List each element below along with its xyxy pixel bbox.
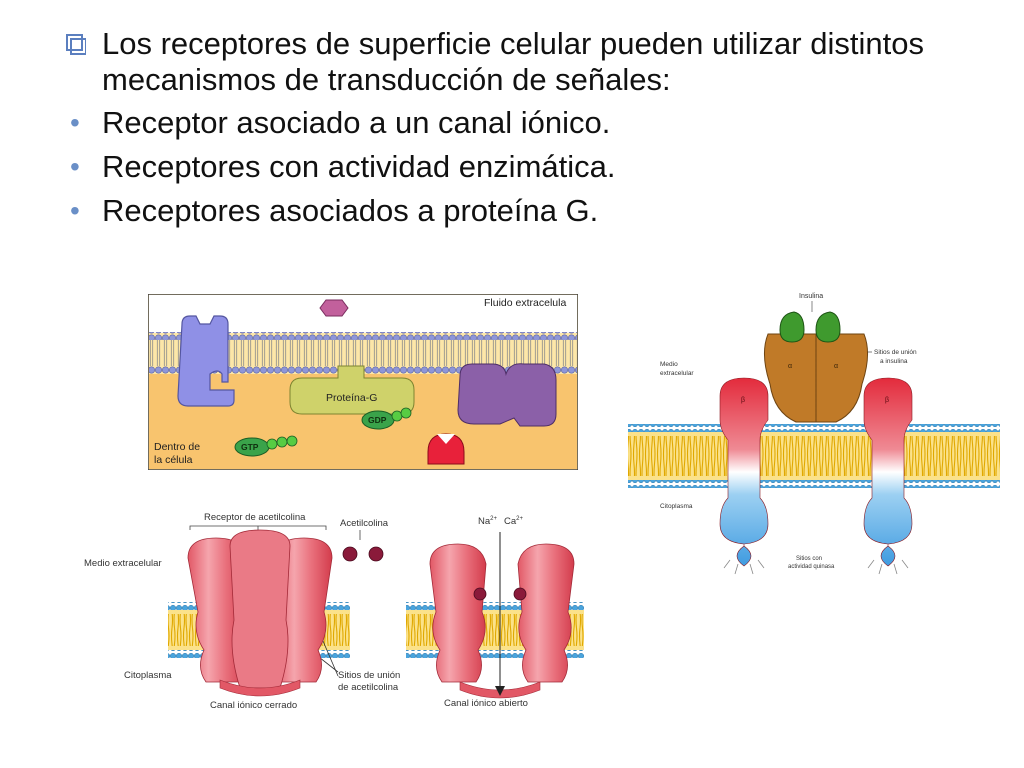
open-channel-shape — [429, 543, 575, 699]
sitios-union-label-2: de acetilcolina — [338, 682, 399, 693]
bound-acetylcholine — [473, 587, 487, 601]
receptor-shape — [177, 315, 235, 407]
bullet-text-3: Receptores asociados a proteína G. — [102, 193, 599, 228]
acetylcholine-molecule — [342, 546, 358, 562]
g-protein-receptor-diagram: Fluido extracelula Dentro de la célula P… — [148, 294, 578, 470]
sitios-union-label-1: Sitios de unión — [338, 670, 400, 681]
lead-line: Los receptores de superficie celular pue… — [64, 26, 964, 98]
receptor-label: Receptor de acetilcolina — [204, 512, 306, 523]
kinase-activity-rays — [723, 559, 909, 575]
alpha-label-left: α — [788, 363, 792, 370]
phosphate-dot — [286, 435, 298, 447]
membrane-tails — [628, 436, 1000, 476]
membrane-outer-heads-right — [406, 602, 584, 610]
canal-abierto-label: Canal iónico abierto — [444, 698, 528, 709]
dot-bullet-icon: • — [70, 195, 80, 226]
acetilcolina-label: Acetilcolina — [340, 518, 389, 529]
gtp-label: GTP — [241, 442, 259, 452]
membrane-outer-heads — [628, 424, 1000, 432]
beta-subunit-right — [863, 377, 913, 567]
g-protein-shape — [289, 365, 415, 415]
insulin-receptor-diagram: Insulina Sitios de unión a insulina Medi… — [620, 284, 1000, 584]
citoplasma-label: Citoplasma — [124, 670, 172, 681]
bullet-item-1: • Receptor asociado a un canal iónico. — [64, 104, 964, 142]
beta-subunit-left — [719, 377, 769, 567]
inside-label-1: Dentro de — [154, 441, 200, 453]
phosphate-dot — [276, 436, 288, 448]
quinasa-label-1: Sitios con — [796, 556, 822, 562]
beta-label-left: β — [741, 397, 745, 404]
acetylcholine-channel-diagram: Receptor de acetilcolina Acetilcolina Me… — [80, 500, 610, 722]
extracellular-label: Fluido extracelula — [484, 297, 566, 309]
beta-label-right: β — [885, 397, 889, 404]
quinasa-label-2: actividad quinasa — [788, 564, 835, 570]
alpha-subunit-right — [815, 333, 868, 423]
insulin-molecule-left — [779, 311, 805, 343]
ligand-shape — [319, 299, 349, 317]
canal-cerrado-label: Canal iónico cerrado — [210, 700, 297, 711]
membrane-inner-heads-right — [406, 650, 584, 658]
medio-label-1: Medio — [660, 361, 678, 368]
bound-acetylcholine — [513, 587, 527, 601]
alpha-subunit-left — [764, 333, 817, 423]
checkbox-bullet-icon — [66, 34, 86, 55]
inside-label-2: la célula — [154, 454, 193, 466]
na-ion-label: Na2+ — [478, 516, 497, 527]
effector-shape — [457, 363, 557, 427]
slide-text: Los receptores de superficie celular pue… — [64, 26, 964, 230]
phosphate-dot — [400, 407, 412, 419]
bullet-text-1: Receptor asociado a un canal iónico. — [102, 105, 611, 140]
closed-channel-shape — [187, 529, 333, 697]
ion-flow-arrowhead — [495, 686, 505, 696]
phosphate-dot — [391, 410, 403, 422]
signal-notch — [437, 434, 455, 444]
bullet-item-3: • Receptores asociados a proteína G. — [64, 192, 964, 230]
sitios-union-label-1: Sitios de unión — [874, 349, 917, 356]
g-protein-label: Proteína-G — [326, 392, 377, 404]
bullet-item-2: • Receptores con actividad enzimática. — [64, 148, 964, 186]
acetylcholine-molecule — [368, 546, 384, 562]
lead-text: Los receptores de superficie celular pue… — [102, 26, 924, 97]
gdp-label: GDP — [368, 415, 387, 425]
insulin-molecule-right — [815, 311, 841, 343]
dot-bullet-icon: • — [70, 151, 80, 182]
citoplasma-label: Citoplasma — [660, 503, 693, 510]
medio-label-2: extracelular — [660, 370, 694, 377]
dot-bullet-icon: • — [70, 107, 80, 138]
sitios-union-label-2: a insulina — [880, 358, 908, 365]
bullet-text-2: Receptores con actividad enzimática. — [102, 149, 616, 184]
membrane-outer-heads — [149, 332, 577, 340]
phosphate-dot — [266, 438, 278, 450]
insulina-label: Insulina — [799, 293, 823, 300]
membrane-inner-heads — [628, 480, 1000, 488]
alpha-label-right: α — [834, 363, 838, 370]
medio-extracelular-label: Medio extracelular — [84, 558, 162, 569]
ca-ion-label: Ca2+ — [504, 516, 523, 527]
